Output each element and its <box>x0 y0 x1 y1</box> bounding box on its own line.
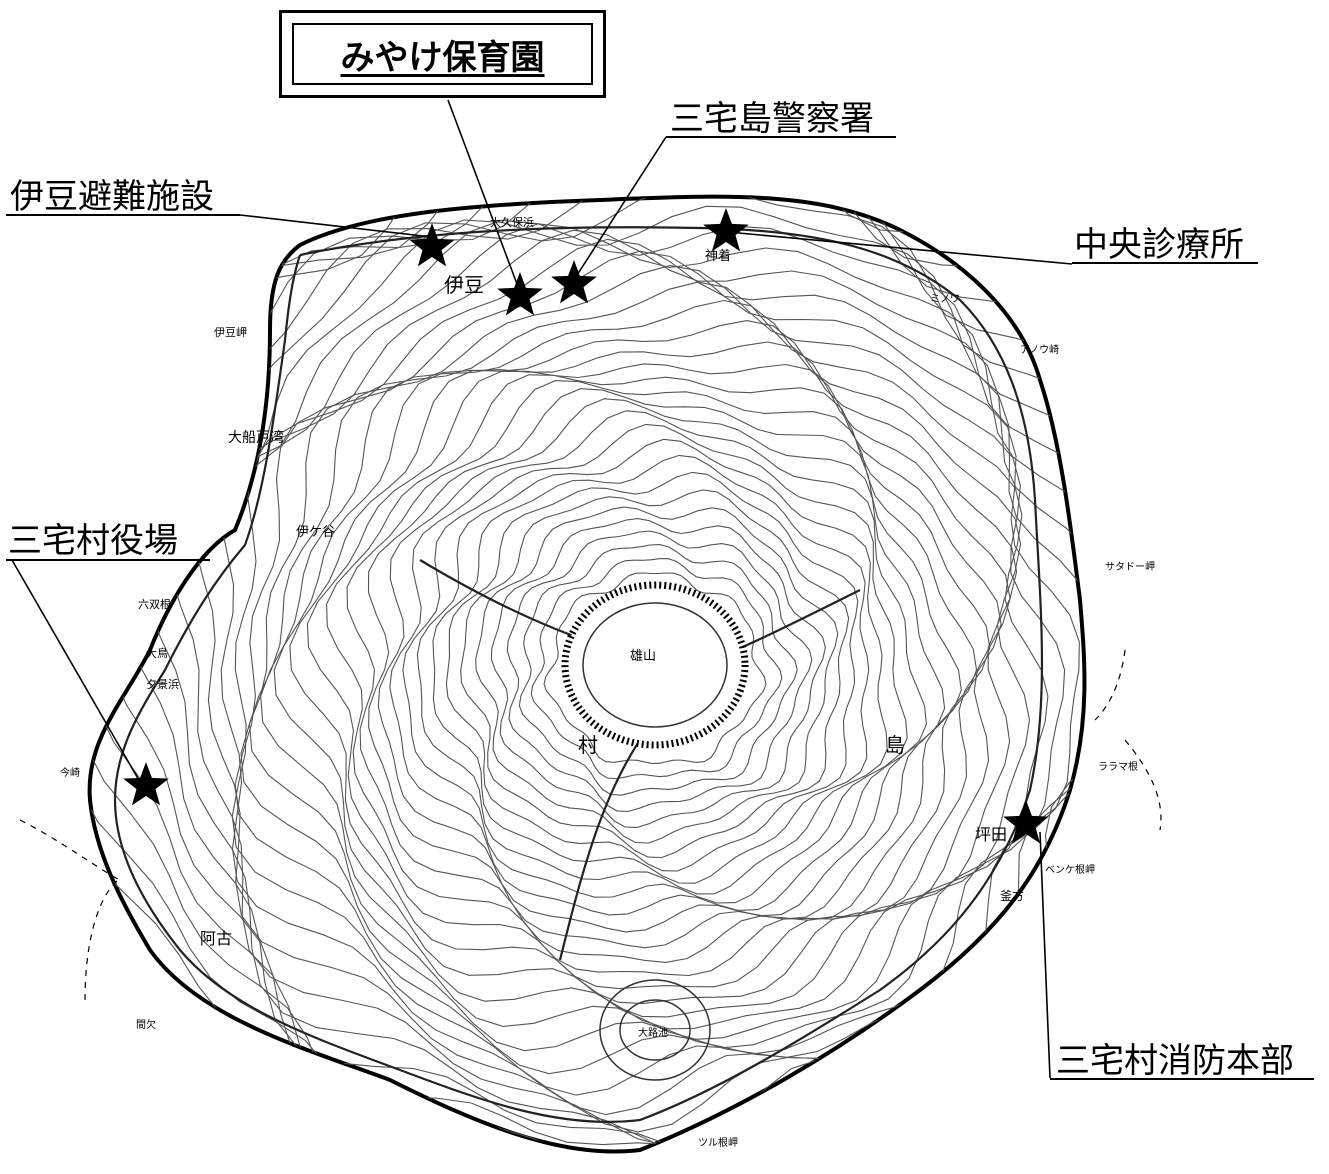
sea-routes <box>19 649 1162 1001</box>
callout-izu-hinan: 伊豆避難施設 <box>10 177 214 217</box>
label-izu: 伊豆 <box>444 273 484 297</box>
contour-line <box>326 374 991 977</box>
callout-chuo-shinryo-underline <box>1072 262 1258 264</box>
label-oji: 雄山 <box>630 649 656 664</box>
label-ofunado: 大船戸湾 <box>228 429 284 446</box>
contour-line <box>240 265 1066 1052</box>
contour-line <box>306 363 1002 990</box>
label-maki: 間欠 <box>136 1018 156 1031</box>
label-rokudone: 六双根 <box>138 597 171 611</box>
title-box: みやけ保育園 <box>279 10 606 98</box>
page-title: みやけ保育園 <box>340 37 545 78</box>
callout-keisatsu-underline <box>666 136 896 138</box>
contour-line <box>460 489 850 859</box>
contour-line <box>543 572 767 764</box>
label-sataumi: サタドー岬 <box>1105 561 1155 573</box>
contour-line <box>248 281 1049 1040</box>
callout-shobo: 三宅村消防本部 <box>1056 1041 1294 1081</box>
callout-yakuba-underline <box>6 559 210 561</box>
road-network <box>113 226 1044 1124</box>
callout-shobo-underline <box>1050 1078 1314 1080</box>
callout-izu-hinan-underline <box>6 214 240 216</box>
label-mura: 村 <box>578 733 598 757</box>
contour-line <box>506 530 813 813</box>
star-hoikuen-icon[interactable] <box>497 272 543 316</box>
label-rarane: ララマ根 <box>1098 760 1138 773</box>
label-nyuneta: ベンケ根岬 <box>1045 863 1095 876</box>
label-izu-misaki: 伊豆岬 <box>214 326 247 339</box>
contour-line <box>234 250 1080 1075</box>
crater <box>561 581 749 1081</box>
label-tairo: 大路池 <box>638 1026 668 1039</box>
contour-line <box>530 558 783 780</box>
label-tsurune: ツル根岬 <box>698 1136 738 1149</box>
label-kamitsuki: 神着 <box>705 248 731 264</box>
label-kazuki: 釜方 <box>1000 888 1024 903</box>
contour-line <box>416 438 888 895</box>
contour-line <box>475 506 839 844</box>
contour-line <box>389 410 927 916</box>
star-chuo-shinryo-icon[interactable] <box>703 208 749 252</box>
title-inner-frame: みやけ保育園 <box>292 23 593 85</box>
label-minowa: ミノワ <box>930 294 960 305</box>
label-imasaki: 今崎 <box>60 766 80 779</box>
contour-line <box>260 299 1031 1030</box>
label-yuke: 夕景浜 <box>146 678 179 691</box>
contour-line <box>231 238 1085 1096</box>
callout-keisatsu: 三宅島警察署 <box>670 99 874 139</box>
contour-line <box>273 320 1018 1018</box>
contour-line <box>490 518 826 829</box>
contour-line <box>377 398 946 933</box>
star-izu-hinan-icon[interactable] <box>409 223 455 267</box>
star-shobo-icon[interactable] <box>1003 800 1049 844</box>
label-otori: 大鳥 <box>146 646 168 660</box>
contour-line <box>289 341 1011 1005</box>
star-keisatsu-icon[interactable] <box>551 260 597 304</box>
contour-line <box>445 471 859 872</box>
contour-line <box>402 423 908 904</box>
contour-line <box>367 388 962 949</box>
label-anoi: アノウ崎 <box>1020 343 1059 356</box>
callout-chuo-shinryo: 中央診療所 <box>1074 225 1244 265</box>
contour-line <box>432 454 870 884</box>
label-igaya: 伊ケ谷 <box>296 525 335 540</box>
label-tsubota: 坪田 <box>975 825 1007 844</box>
callout-yakuba: 三宅村役場 <box>8 521 178 561</box>
label-okubo: 大久保浜 <box>490 215 534 229</box>
leader-lines <box>11 99 1073 1079</box>
star-yakuba-icon[interactable] <box>123 762 169 806</box>
label-ako: 阿古 <box>200 929 232 948</box>
contour-line <box>518 544 798 796</box>
label-shima: 島 <box>885 733 905 757</box>
